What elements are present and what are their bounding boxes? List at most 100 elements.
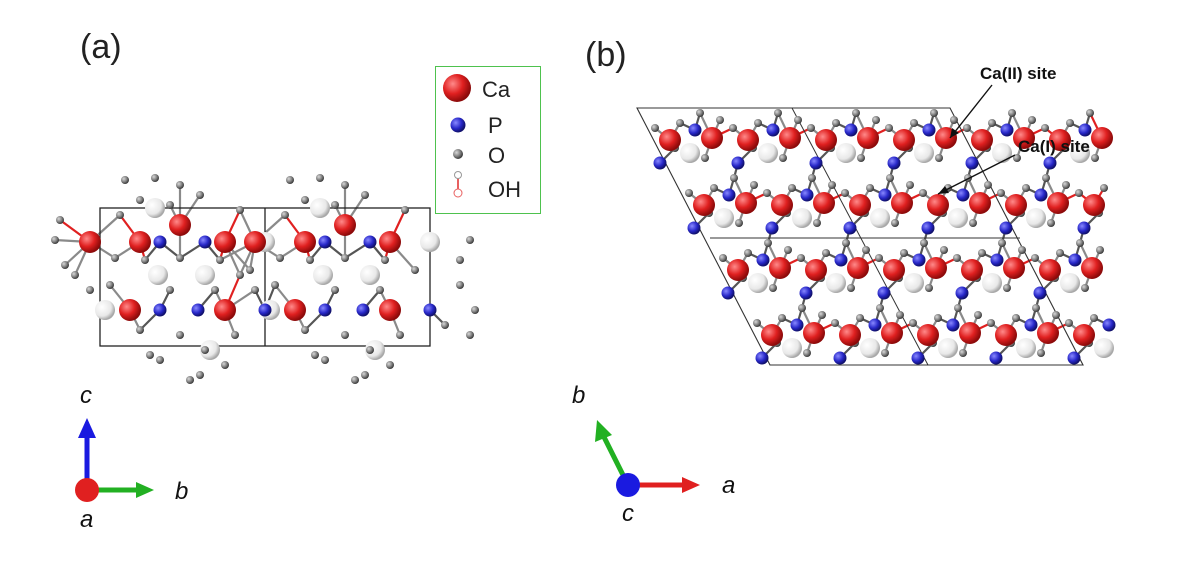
o-atom xyxy=(1062,181,1070,189)
oh-site-atom xyxy=(365,340,385,360)
o-atom xyxy=(984,181,992,189)
ca-atom xyxy=(294,231,316,253)
blue-sphere-icon xyxy=(450,117,466,133)
oh-site-atom xyxy=(95,300,115,320)
p-atom xyxy=(198,235,212,249)
o-atom xyxy=(685,189,693,197)
ca-atom xyxy=(917,324,939,346)
o-atom xyxy=(116,211,124,219)
p-atom xyxy=(833,351,847,365)
p-atom xyxy=(1068,253,1082,267)
o-atom xyxy=(822,249,830,257)
oh-site-atom xyxy=(714,208,734,228)
axis-a-up-label: c xyxy=(80,382,92,409)
p-atom xyxy=(1102,318,1116,332)
o-atom xyxy=(321,356,329,364)
o-atom xyxy=(396,331,404,339)
ca-atom xyxy=(1039,259,1061,281)
o-atom xyxy=(1013,154,1021,162)
o-atom xyxy=(231,331,239,339)
oh-group-icon xyxy=(453,171,463,198)
o-atom xyxy=(696,109,704,117)
o-atom xyxy=(156,356,164,364)
axis-b-right-label: a xyxy=(722,472,736,499)
o-atom xyxy=(236,271,244,279)
o-atom xyxy=(166,286,174,294)
p-atom xyxy=(258,303,272,317)
ca-atom xyxy=(891,192,913,214)
ca-atom xyxy=(1081,257,1103,279)
o-atom xyxy=(925,284,933,292)
o-atom xyxy=(807,124,815,132)
o-atom xyxy=(842,239,850,247)
o-atom xyxy=(1041,124,1049,132)
o-atom xyxy=(1032,304,1040,312)
o-atom xyxy=(852,109,860,117)
ca-atom xyxy=(1073,324,1095,346)
axis-b-up-label: b xyxy=(572,382,586,409)
o-atom xyxy=(61,261,69,269)
ca-atom xyxy=(959,322,981,344)
o-atom xyxy=(808,174,816,182)
o-atom xyxy=(246,266,254,274)
o-atom xyxy=(930,109,938,117)
p-atom xyxy=(363,235,377,249)
o-atom xyxy=(769,284,777,292)
o-atom xyxy=(471,306,479,314)
o-atom xyxy=(847,284,855,292)
ca-atom xyxy=(129,231,151,253)
o-atom xyxy=(1065,319,1073,327)
o-atom xyxy=(306,256,314,264)
p-atom xyxy=(1000,123,1014,137)
o-atom xyxy=(121,176,129,184)
ca-atom xyxy=(1047,192,1069,214)
o-atom xyxy=(376,286,384,294)
ca-atom xyxy=(701,127,723,149)
ca2-arrowhead xyxy=(950,128,959,138)
o-atom xyxy=(876,304,884,312)
o-atom xyxy=(361,371,369,379)
o-atom xyxy=(735,219,743,227)
o-atom xyxy=(341,331,349,339)
ca-atom xyxy=(857,127,879,149)
p-atom xyxy=(800,188,814,202)
o-atom xyxy=(136,326,144,334)
o-atom xyxy=(151,174,159,182)
p-atom xyxy=(990,253,1004,267)
axis-triad-b xyxy=(595,420,700,497)
ca-atom xyxy=(1013,127,1035,149)
ca-atom xyxy=(379,231,401,253)
o-atom xyxy=(831,319,839,327)
o-atom xyxy=(381,256,389,264)
oh-site-atom xyxy=(782,338,802,358)
ca-atom xyxy=(1083,194,1105,216)
p-atom xyxy=(790,318,804,332)
o-atom xyxy=(988,119,996,127)
legend-item-p: P xyxy=(436,111,540,141)
ca-atom xyxy=(735,192,757,214)
panel-label-a: (a) xyxy=(80,28,122,66)
o-atom xyxy=(386,361,394,369)
o-atom xyxy=(997,189,1005,197)
o-atom xyxy=(881,349,889,357)
oh-site-atom xyxy=(313,265,333,285)
ca-atom xyxy=(659,129,681,151)
p-atom xyxy=(921,221,935,235)
o-atom xyxy=(729,124,737,132)
p-atom xyxy=(946,318,960,332)
p-atom xyxy=(721,286,735,300)
ca-atom xyxy=(284,299,306,321)
o-atom xyxy=(1037,349,1045,357)
oh-site-atom xyxy=(680,143,700,163)
p-atom xyxy=(922,123,936,137)
structure-a-projection xyxy=(51,174,479,384)
o-atom xyxy=(1047,219,1055,227)
oh-site-atom xyxy=(870,208,890,228)
o-atom xyxy=(750,181,758,189)
p-atom xyxy=(956,188,970,202)
axis-a-dot xyxy=(75,478,99,502)
o-atom xyxy=(176,254,184,262)
oh-site-atom xyxy=(1026,208,1046,228)
o-atom xyxy=(798,304,806,312)
ca2-site-label: Ca(II) site xyxy=(980,64,1057,83)
